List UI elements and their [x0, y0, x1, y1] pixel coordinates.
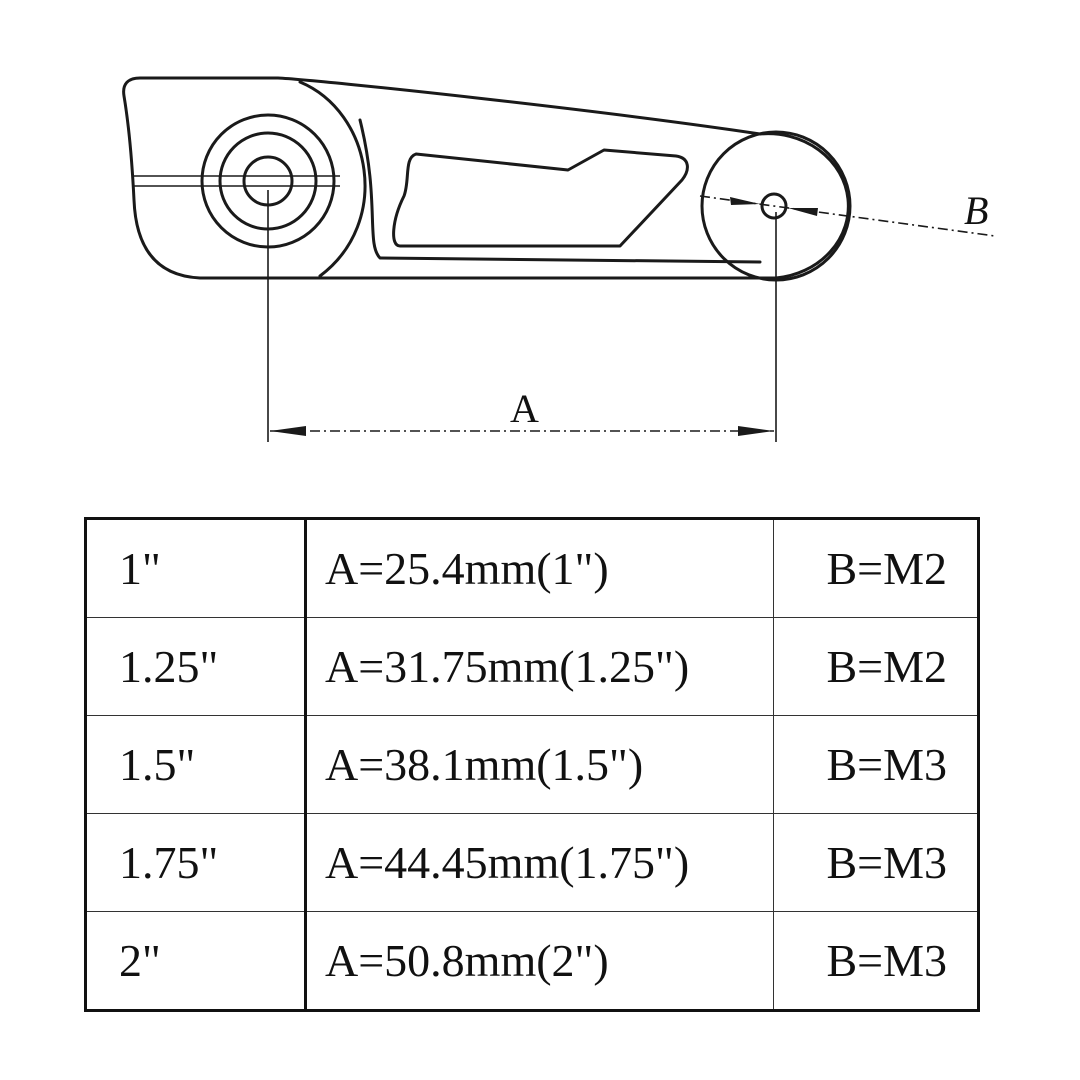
arm-outline: [122, 76, 850, 280]
dimension-label-a: A: [510, 386, 539, 431]
thread-b-cell: B=M2: [773, 617, 979, 716]
lightening-pocket: [392, 148, 689, 248]
servo-arm-drawing: A B: [122, 76, 996, 442]
table-row: 1.75" A=44.45mm(1.75") B=M3: [85, 813, 979, 912]
size-spec-table: 1" A=25.4mm(1") B=M2 1.25" A=31.75mm(1.2…: [84, 517, 980, 1012]
distance-a-cell: A=50.8mm(2"): [305, 911, 774, 1011]
thread-b-cell: B=M2: [773, 518, 979, 618]
table-row: 1" A=25.4mm(1") B=M2: [85, 518, 979, 618]
distance-a-cell: A=25.4mm(1"): [305, 518, 774, 618]
size-cell: 1.5": [85, 715, 307, 814]
size-cell: 1.75": [85, 813, 307, 912]
thread-b-cell: B=M3: [773, 813, 979, 912]
thread-b-cell: B=M3: [773, 715, 979, 814]
distance-a-cell: A=31.75mm(1.25"): [305, 617, 774, 716]
dimension-label-b: B: [964, 188, 988, 233]
table-row: 1.5" A=38.1mm(1.5") B=M3: [85, 715, 979, 814]
distance-a-cell: A=38.1mm(1.5"): [305, 715, 774, 814]
b-arrow-right: [788, 208, 818, 216]
table-row: 2" A=50.8mm(2") B=M3: [85, 911, 979, 1011]
hub-arc: [298, 80, 367, 278]
size-cell: 1.25": [85, 617, 307, 716]
size-cell: 2": [85, 911, 307, 1011]
a-arrow-right: [738, 426, 774, 436]
tip-hole: [760, 192, 788, 220]
table-row: 1.25" A=31.75mm(1.25") B=M2: [85, 617, 979, 716]
size-cell: 1": [85, 518, 307, 618]
a-arrow-left: [270, 426, 306, 436]
arm-web-outline: [358, 118, 762, 264]
b-arrow-left: [730, 197, 760, 205]
distance-a-cell: A=44.45mm(1.75"): [305, 813, 774, 912]
thread-b-cell: B=M3: [773, 911, 979, 1011]
